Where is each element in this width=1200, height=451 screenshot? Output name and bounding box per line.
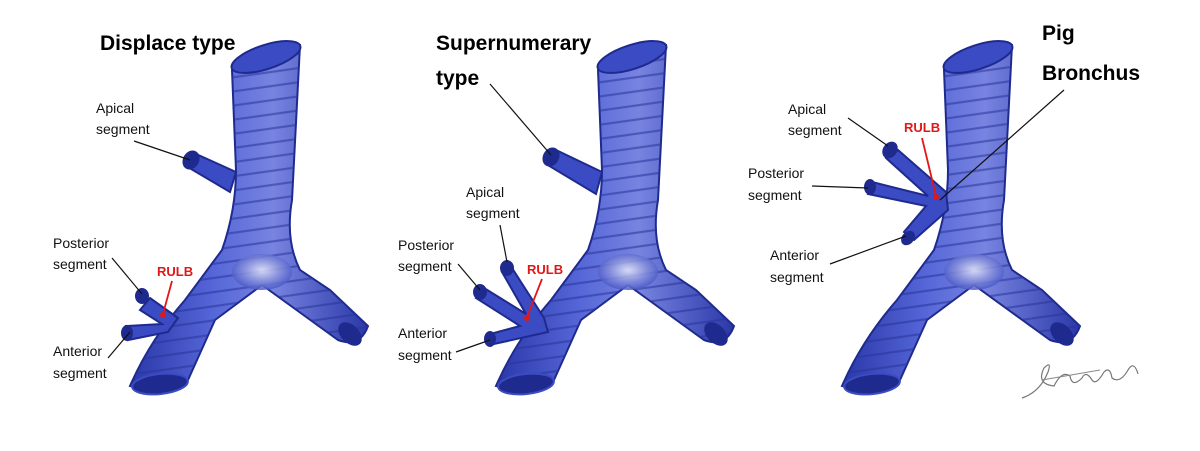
posterior-leader-line	[811, 185, 869, 189]
rulb-leader-line	[526, 278, 543, 318]
anterior-segment-label: Anterior	[770, 247, 819, 263]
apical-leader-line	[847, 117, 889, 147]
apical-leader-line	[133, 140, 191, 161]
posterior-segment-label: segment	[53, 256, 107, 272]
panel-title: Bronchus	[1042, 62, 1140, 85]
apical-segment-label: segment	[96, 121, 150, 137]
title-leader-line	[939, 89, 1065, 201]
anterior-leader-line	[829, 235, 907, 265]
anterior-segment-label: Anterior	[53, 343, 102, 359]
panel-title: Supernumerary	[436, 32, 592, 55]
panel-3: Pig Bronchus Apical segment Posterior se…	[748, 22, 1140, 399]
panel-title: Pig	[1042, 22, 1075, 45]
rulb-label: RULB	[157, 264, 193, 279]
posterior-segment-label: Posterior	[748, 165, 804, 181]
panel-2: Supernumerary type Apical segment Poster…	[398, 32, 736, 396]
panel-title: type	[436, 67, 479, 90]
rulb-marker	[524, 315, 530, 321]
anterior-segment-label: Anterior	[398, 325, 447, 341]
apical-segment-label: segment	[466, 205, 520, 221]
rulb-marker	[160, 312, 166, 318]
rulb-label: RULB	[904, 120, 940, 135]
signature	[1021, 364, 1139, 399]
apical-segment-label: segment	[788, 122, 842, 138]
anterior-segment-label: segment	[53, 365, 107, 381]
apical-segment-label: Apical	[466, 184, 504, 200]
posterior-segment-label: Posterior	[398, 237, 454, 253]
airway-tree	[840, 40, 1082, 396]
anterior-leader-line	[455, 339, 491, 353]
rulb-label: RULB	[527, 262, 563, 277]
anterior-segment-label: segment	[398, 347, 452, 363]
posterior-segment-label: Posterior	[53, 235, 109, 251]
posterior-segment-label: segment	[398, 258, 452, 274]
apical-segment-label: Apical	[788, 101, 826, 117]
airway-tree	[121, 40, 370, 396]
rulb-marker	[933, 194, 939, 200]
anterior-leader-line	[107, 331, 131, 359]
apical-leader-line	[499, 224, 508, 263]
rulb-leader-line	[162, 280, 173, 315]
panel-title: Displace type	[100, 32, 235, 55]
panel-1: Displace type Apical segment Posterior s…	[53, 32, 370, 396]
apical-segment-label: Apical	[96, 100, 134, 116]
title-leader-line	[489, 83, 552, 156]
posterior-leader-line	[111, 257, 143, 295]
posterior-leader-line	[457, 263, 481, 291]
posterior-segment-label: segment	[748, 187, 802, 203]
airway-tree	[473, 40, 736, 396]
anterior-segment-label: segment	[770, 269, 824, 285]
rulb-leader-line	[921, 137, 937, 197]
